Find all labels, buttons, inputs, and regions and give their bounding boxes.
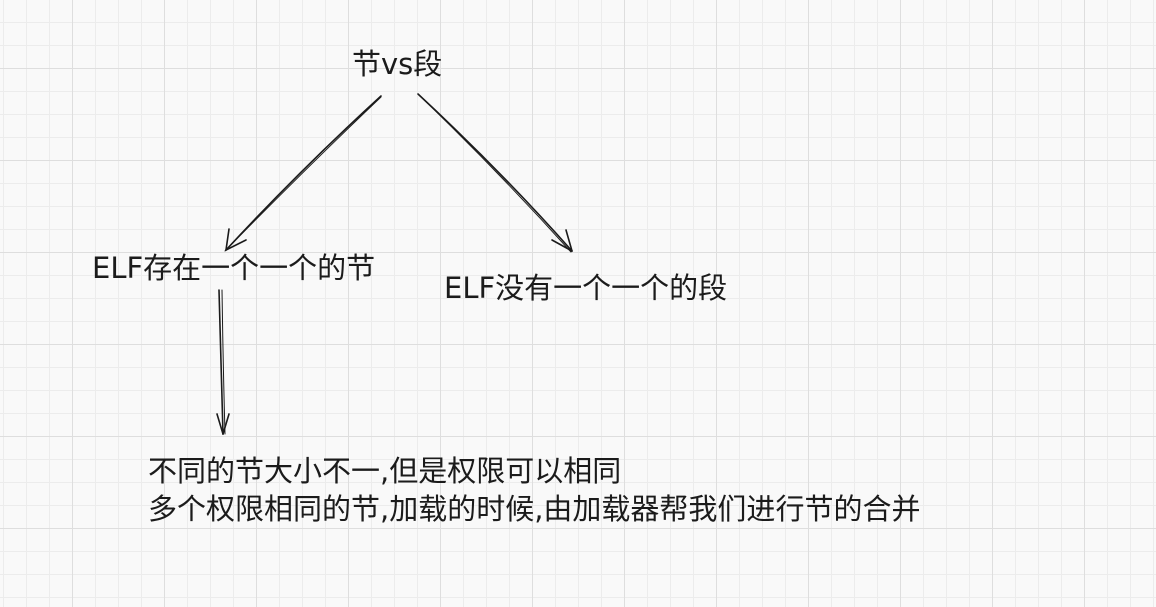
node-elf-segments: ELF没有一个一个的段 — [444, 271, 728, 305]
arrow-left-node-to-notes — [216, 289, 230, 435]
arrow-title-to-right-node — [417, 93, 573, 253]
arrow-title-to-left-node — [224, 95, 382, 252]
diagram-title: 节vs段 — [352, 47, 443, 81]
note-line: 不同的节大小不一,但是权限可以相同 — [148, 454, 622, 488]
node-elf-sections: ELF存在一个一个的节 — [92, 251, 376, 285]
note-line: 多个权限相同的节,加载的时候,由加载器帮我们进行节的合并 — [148, 492, 921, 526]
notes-block: 不同的节大小不一,但是权限可以相同 多个权限相同的节,加载的时候,由加载器帮我们… — [148, 452, 920, 528]
